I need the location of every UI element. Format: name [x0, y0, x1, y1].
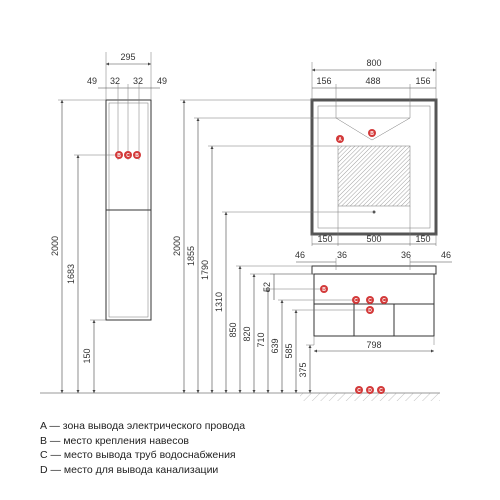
- column-width-dimension: 295: [105, 52, 152, 100]
- height-850: 850: [228, 322, 238, 337]
- column-offset-1: 49: [87, 76, 97, 86]
- column-height-hook: 1683: [66, 264, 76, 284]
- marker-c-floor-right: C: [377, 386, 385, 394]
- column-offset-3: 32: [133, 76, 143, 86]
- marker-c-floor-left: C: [355, 386, 363, 394]
- column-offset-4: 49: [157, 76, 167, 86]
- marker-c-cabinet-center: C: [366, 296, 374, 304]
- column-height-total: 2000: [50, 236, 60, 256]
- floor: [40, 392, 440, 401]
- mirror-bottom-offset-right: 150: [415, 234, 430, 244]
- svg-text:C: C: [126, 153, 130, 159]
- svg-text:A: A: [338, 137, 342, 143]
- marker-c-cabinet-left: C: [352, 296, 360, 304]
- svg-text:C: C: [357, 388, 361, 394]
- height-1790: 1790: [200, 260, 210, 280]
- cabinet-top-right-offset-1: 36: [401, 250, 411, 260]
- column-height-bottom: 150: [82, 348, 92, 363]
- height-1310: 1310: [214, 292, 224, 312]
- svg-text:B: B: [117, 153, 121, 159]
- marker-b-mirror: B: [368, 129, 376, 137]
- legend-item-a: A — зона вывода электрического провода: [40, 420, 246, 432]
- legend-item-b: B — место крепления навесов: [40, 434, 190, 447]
- cabinet-top-offsets: 46 36 36 46: [295, 250, 452, 270]
- height-710: 710: [256, 332, 266, 347]
- marker-b-column-right: B: [133, 151, 141, 159]
- svg-text:C: C: [368, 298, 372, 304]
- vanity-cabinet: [311, 265, 437, 345]
- column-height-dimensions: 2000 1683 150: [50, 99, 118, 393]
- markers: B C B A B B C C C D C D C: [115, 129, 388, 394]
- mirror-top-offset-right: 156: [415, 76, 430, 86]
- mirror-top-offsets: 156 488 156: [312, 76, 436, 118]
- marker-a-mirror: A: [336, 135, 344, 143]
- legend-item-d: D — место для вывода канализации: [40, 463, 219, 476]
- height-dimensions: 2000 1855 1790 1310 850 820 710 639 585: [172, 99, 372, 393]
- cabinet-top-left-offset-1: 46: [295, 250, 305, 260]
- mirror-bottom-offsets: 150 500 150: [311, 206, 437, 246]
- marker-b-column-left: B: [115, 151, 123, 159]
- legend-item-c: C — место вывода труб водоснабжения: [40, 449, 236, 462]
- cabinet-top-left-offset-2: 36: [337, 250, 347, 260]
- svg-text:B: B: [322, 287, 326, 293]
- mirror: [310, 98, 438, 236]
- svg-text:C: C: [379, 388, 383, 394]
- column-cabinet: [105, 99, 152, 321]
- mirror-bottom-offset-center: 500: [366, 234, 381, 244]
- svg-text:D: D: [368, 308, 372, 314]
- marker-d-cabinet: D: [366, 306, 374, 314]
- svg-text:B: B: [135, 153, 139, 159]
- legend: A — зона вывода электрического провода B…: [40, 419, 490, 477]
- cabinet-width-dimension: 798: [314, 340, 434, 353]
- mirror-bottom-offset-left: 150: [317, 234, 332, 244]
- mirror-width-dimension: 800: [311, 58, 437, 100]
- marker-b-cabinet: B: [320, 285, 328, 293]
- mirror-top-offset-left: 156: [316, 76, 331, 86]
- cabinet-top-right-offset-2: 46: [441, 250, 451, 260]
- height-1855: 1855: [186, 246, 196, 266]
- svg-text:C: C: [382, 298, 386, 304]
- mirror-top-offset-center: 488: [365, 76, 380, 86]
- cabinet-side-label: 52: [262, 282, 272, 292]
- height-375: 375: [298, 362, 308, 377]
- height-2000: 2000: [172, 236, 182, 256]
- height-639: 639: [270, 338, 280, 353]
- svg-text:D: D: [368, 388, 372, 394]
- column-offsets-dimension: 49 32 32 49: [87, 76, 167, 160]
- svg-text:C: C: [354, 298, 358, 304]
- height-820: 820: [242, 326, 252, 341]
- column-width-label: 295: [120, 52, 135, 62]
- cabinet-width-label: 798: [366, 340, 381, 350]
- marker-c-column: C: [124, 151, 132, 159]
- marker-d-floor: D: [366, 386, 374, 394]
- column-offset-2: 32: [110, 76, 120, 86]
- cabinet-side-dimension: 52: [262, 273, 314, 300]
- svg-text:B: B: [370, 131, 374, 137]
- marker-c-cabinet-right: C: [380, 296, 388, 304]
- height-585: 585: [284, 343, 294, 358]
- mirror-width-label: 800: [366, 58, 381, 68]
